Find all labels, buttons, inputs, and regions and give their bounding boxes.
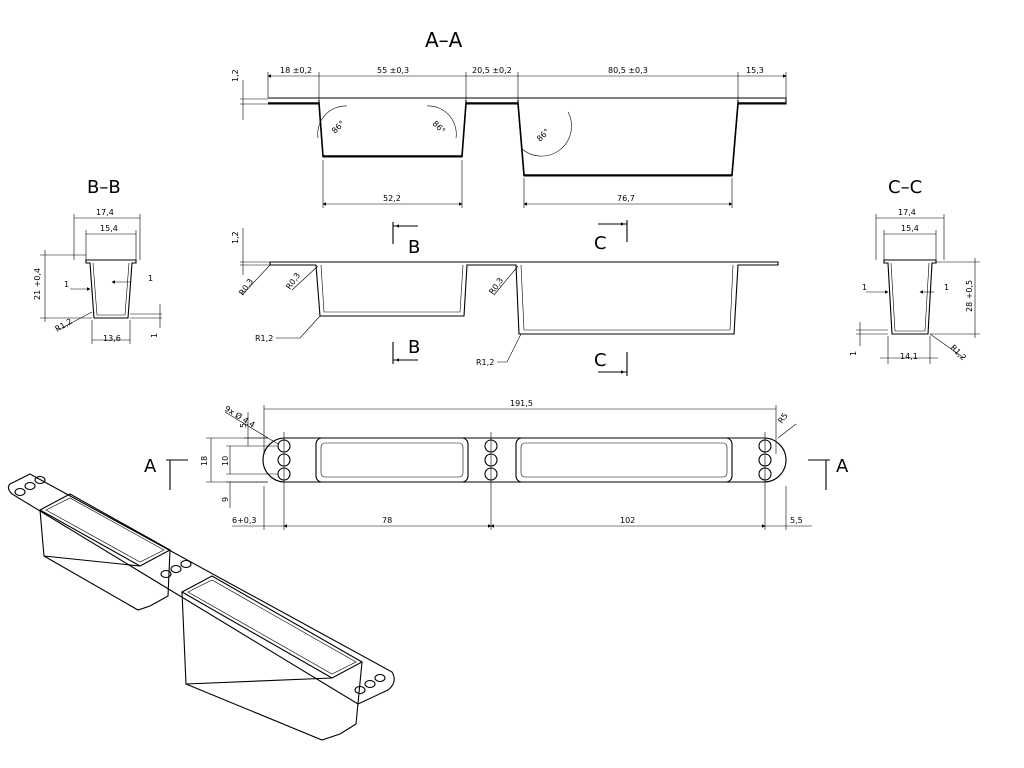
dim-bb-wall-2: 1 <box>148 274 153 283</box>
dim-side-r03-c: R0,3 <box>487 276 505 296</box>
side-view: 1,2 R0,3 R0,3 R0,3 R1,2 R1,2 B C B C <box>231 220 779 376</box>
dim-bb-17-4: 17,4 <box>96 208 114 217</box>
dim-cc-15-4: 15,4 <box>901 224 919 233</box>
marker-c-top: C <box>594 233 607 254</box>
dim-side-r12-b: R1,2 <box>476 358 494 367</box>
section-aa-title: A–A <box>425 28 463 52</box>
dim-aa-18: 18 ±0,2 <box>280 66 312 75</box>
dim-cc-r1-2: R1,2 <box>949 343 968 362</box>
dim-side-r03-a: R0,3 <box>237 277 255 297</box>
marker-a-left: A <box>144 456 157 477</box>
dim-top-10: 10 <box>221 456 230 466</box>
dim-cc-14-1: 14,1 <box>900 352 918 361</box>
dim-top-18: 18 <box>200 456 209 466</box>
dim-top-102: 102 <box>620 516 635 525</box>
section-bb-title: B–B <box>87 177 121 198</box>
dim-aa-1-2: 1,2 <box>231 69 240 82</box>
dim-aa-angle-3: 86° <box>535 127 551 143</box>
dim-cc-wall-2: 1 <box>944 283 949 292</box>
section-cc-view: C–C 17,4 15,4 28 +0,5 1 1 R1,2 14,1 1 <box>849 177 980 364</box>
section-aa-view: A–A 18 ±0,2 55 ±0,3 20,5 ±0,2 80,5 ±0,3 … <box>231 28 787 208</box>
isometric-view <box>7 473 395 741</box>
section-cc-title: C–C <box>888 177 922 198</box>
dim-cc-wall-1: 1 <box>862 283 867 292</box>
dim-top-6: 6+0,3 <box>232 516 257 525</box>
top-view: 191,5 9x Ø 4,4 R5 5 18 10 9 6+0,3 78 102… <box>144 399 849 530</box>
dim-side-1-2: 1,2 <box>231 231 240 244</box>
dim-top-r5: R5 <box>776 411 789 425</box>
dim-aa-angle-1: 86° <box>330 119 346 135</box>
dim-top-78: 78 <box>382 516 392 525</box>
section-bb-view: B–B 17,4 15,4 21 +0,4 1 1 R1,2 13,6 1 <box>33 177 162 344</box>
marker-a-right: A <box>836 456 849 477</box>
dim-top-9: 9 <box>221 497 230 502</box>
dim-aa-15-3: 15,3 <box>746 66 764 75</box>
dim-bb-13-6: 13,6 <box>103 334 121 343</box>
dim-aa-80-5: 80,5 ±0,3 <box>608 66 648 75</box>
dim-cc-28: 28 +0,5 <box>965 280 974 312</box>
dim-cc-17-4: 17,4 <box>898 208 916 217</box>
dim-side-r12-a: R1,2 <box>255 334 273 343</box>
dim-aa-76-7: 76,7 <box>617 194 635 203</box>
dim-bb-bottom-1: 1 <box>150 333 159 338</box>
dim-bb-15-4: 15,4 <box>100 224 118 233</box>
marker-b-bottom: B <box>408 337 420 358</box>
marker-c-bottom: C <box>594 350 607 371</box>
dim-top-5-5: 5,5 <box>790 516 803 525</box>
dim-side-r03-b: R0,3 <box>284 271 302 291</box>
dim-bb-21: 21 +0,4 <box>33 268 42 300</box>
dim-top-191-5: 191,5 <box>510 399 533 408</box>
dim-aa-52-2: 52,2 <box>383 194 401 203</box>
dim-aa-55: 55 ±0,3 <box>377 66 409 75</box>
dim-aa-20-5: 20,5 ±0,2 <box>472 66 512 75</box>
dim-cc-bottom-1: 1 <box>849 351 858 356</box>
dim-top-5: 5 <box>239 423 248 428</box>
dim-bb-r1-2: R1,2 <box>54 317 74 334</box>
marker-b-top: B <box>408 237 420 258</box>
dim-aa-angle-2: 86° <box>431 119 447 135</box>
dim-bb-wall-1: 1 <box>64 280 69 289</box>
